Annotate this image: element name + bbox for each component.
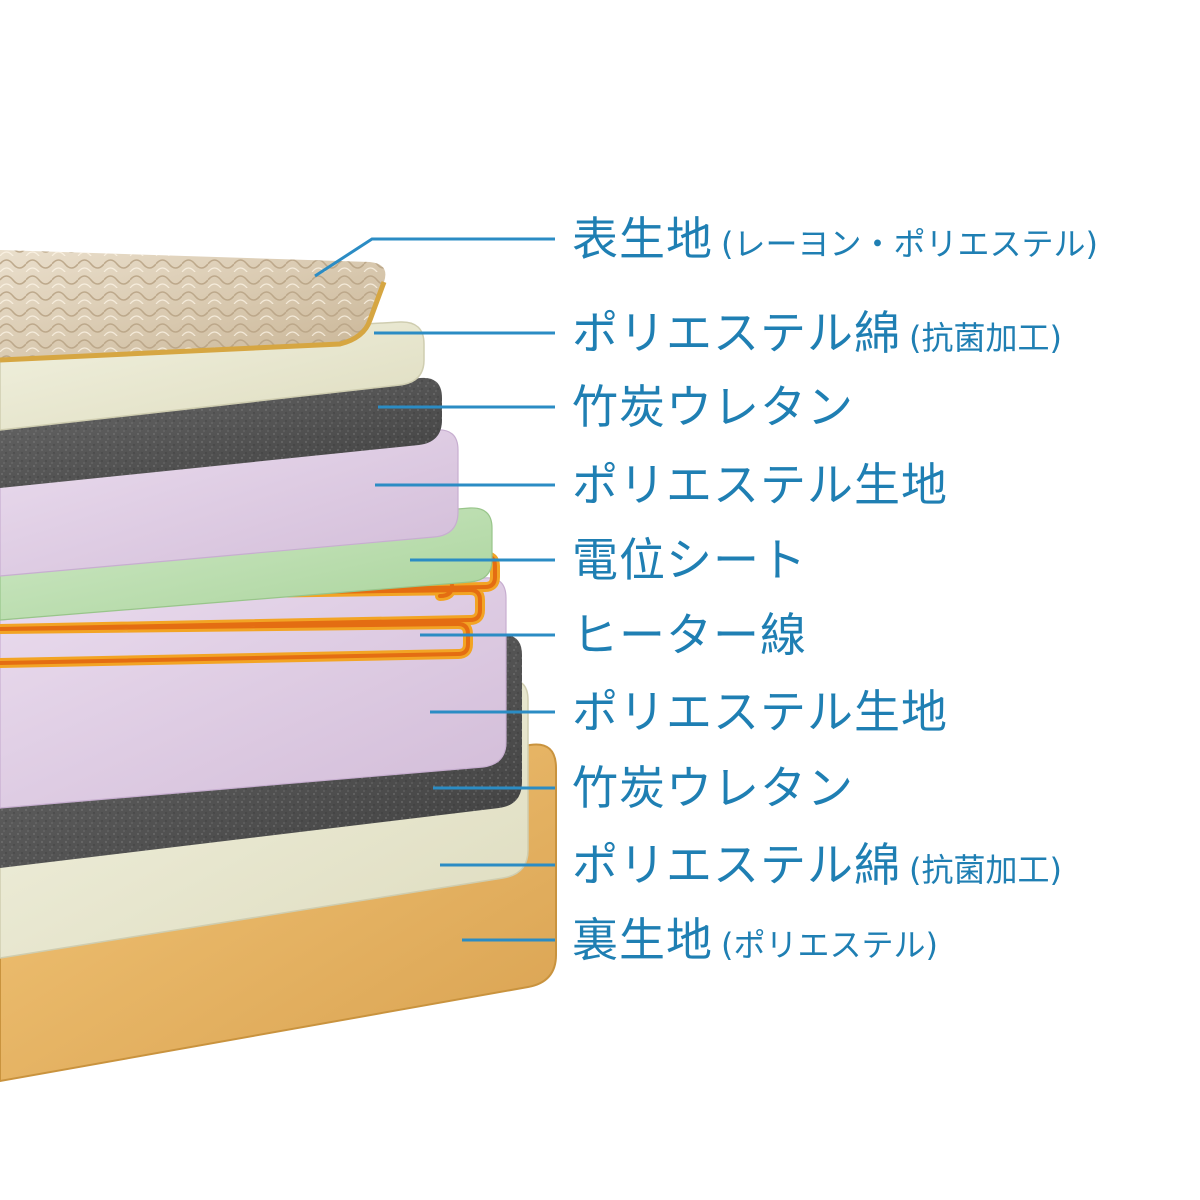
layer-label-8: 竹炭ウレタン xyxy=(572,765,862,811)
layer-label-sub: (抗菌加工) xyxy=(909,319,1062,357)
layer-label-main: ポリエステル生地 xyxy=(572,458,948,512)
layer-label-main: 表生地 xyxy=(572,212,713,266)
layer-label-main: ポリエステル綿 xyxy=(572,306,901,360)
heater-wire-coil xyxy=(0,551,500,668)
layer-label-main: 竹炭ウレタン xyxy=(572,761,854,815)
layer-label-sub: (抗菌加工) xyxy=(909,851,1062,889)
layer-label-main: ヒーター線 xyxy=(572,608,807,662)
layer-label-6: ヒーター線 xyxy=(572,612,815,658)
layer-label-3: 竹炭ウレタン xyxy=(572,384,862,430)
layer-label-9: ポリエステル綿(抗菌加工) xyxy=(572,842,1062,888)
layer-label-main: 裏生地 xyxy=(572,913,713,967)
layer-label-5: 電位シート xyxy=(572,537,815,583)
leader-line-1 xyxy=(314,237,555,278)
layer-label-sub: (レーヨン・ポリエステル) xyxy=(721,225,1098,263)
layer-label-main: ポリエステル生地 xyxy=(572,685,948,739)
layer-label-4: ポリエステル生地 xyxy=(572,462,956,508)
layer-label-2: ポリエステル綿(抗菌加工) xyxy=(572,310,1062,356)
layer-label-main: 竹炭ウレタン xyxy=(572,380,854,434)
layer-label-main: ポリエステル綿 xyxy=(572,838,901,892)
layer-label-sub: (ポリエステル) xyxy=(721,926,938,964)
layer-label-1: 表生地(レーヨン・ポリエステル) xyxy=(572,216,1098,262)
layer-label-main: 電位シート xyxy=(572,533,807,587)
layer-label-10: 裏生地(ポリエステル) xyxy=(572,917,938,963)
layer-label-7: ポリエステル生地 xyxy=(572,689,956,735)
